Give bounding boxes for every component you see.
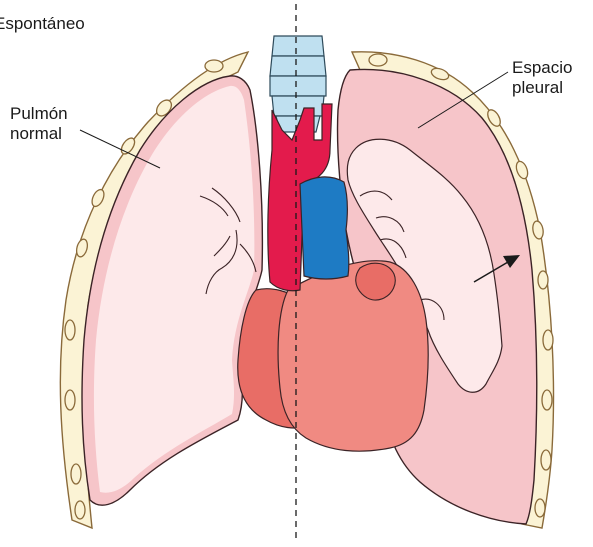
pleural-space-label-line-1: Espacio: [512, 58, 572, 78]
normal-lung-label-line-1: Pulmón: [10, 104, 68, 124]
normal-lung-label: Pulmón normal: [10, 104, 68, 145]
pleural-space-label-line-2: pleural: [512, 78, 572, 98]
figure-title: Espontáneo: [0, 14, 85, 34]
superior-vena-cava: [300, 177, 349, 279]
pleural-space-label: Espacio pleural: [512, 58, 572, 99]
normal-lung-label-line-2: normal: [10, 124, 68, 144]
left-lung-inner: [94, 86, 254, 493]
